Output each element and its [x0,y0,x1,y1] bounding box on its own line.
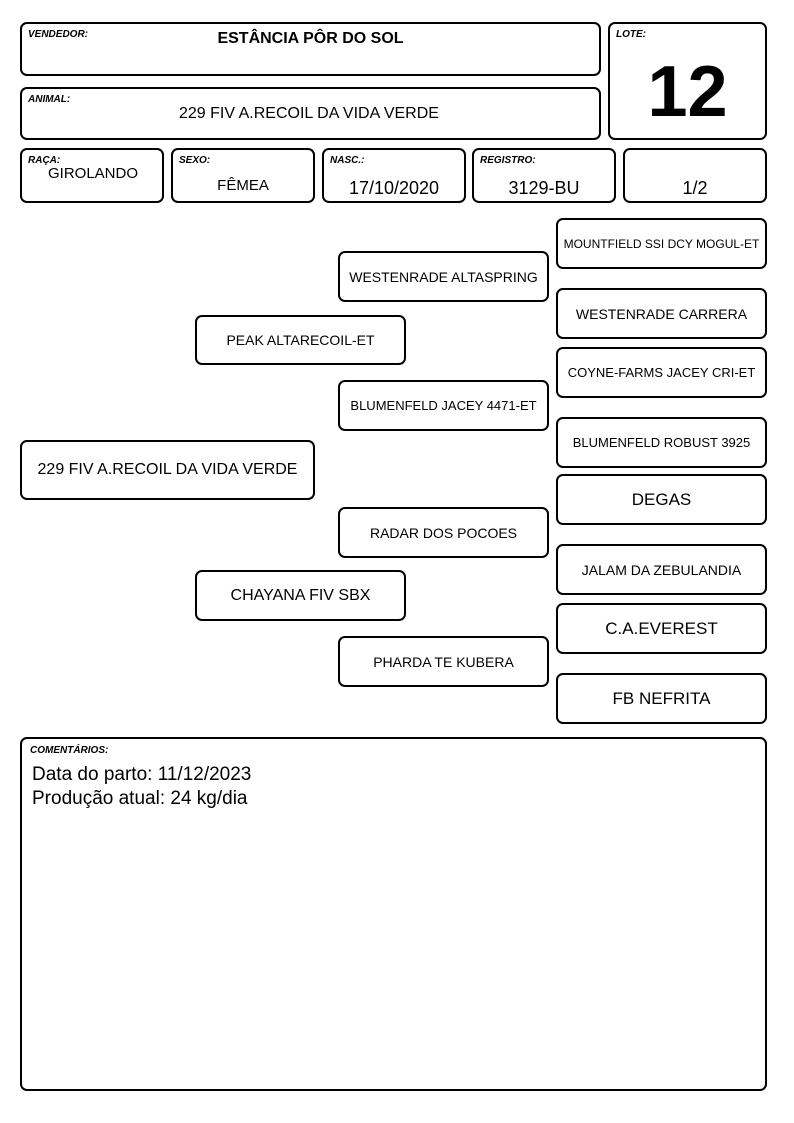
registro-box: REGISTRO: 3129-BU [472,148,616,203]
animal-label: ANIMAL: [28,94,71,105]
grau-sangue-box: 1/2 [623,148,767,203]
animal-box: ANIMAL: 229 FIV A.RECOIL DA VIDA VERDE [20,87,601,140]
raca-value: GIROLANDO [48,165,139,182]
lote-label: LOTE: [616,29,646,40]
pedigree-dam-sire: RADAR DOS POCOES [338,507,549,558]
sexo-label: SEXO: [179,155,211,166]
sexo-value: FÊMEA [217,177,269,194]
lote-number: 12 [647,52,728,132]
lote-box: LOTE: 12 [608,22,767,140]
registro-value: 3129-BU [508,178,580,198]
registro-label: REGISTRO: [480,155,536,166]
pedigree-ggp-2: WESTENRADE CARRERA [556,288,767,339]
pedigree-ggp-7: C.A.EVEREST [556,603,767,654]
pedigree-sire: PEAK ALTARECOIL-ET [195,315,406,365]
raca-box: RAÇA: GIROLANDO [20,148,164,203]
animal-value: 229 FIV A.RECOIL DA VIDA VERDE [179,105,439,122]
vendedor-label: VENDEDOR: [28,29,89,40]
pedigree-ggp-3: COYNE-FARMS JACEY CRI-ET [556,347,767,398]
grau-sangue-value: 1/2 [682,178,708,198]
pedigree-ggp-5: DEGAS [556,474,767,525]
vendedor-box: VENDEDOR: ESTÂNCIA PÔR DO SOL [20,22,601,76]
nasc-value: 17/10/2020 [348,178,440,198]
nasc-box: NASC.: 17/10/2020 [322,148,466,203]
nasc-label: NASC.: [330,155,365,166]
pedigree-sire-dam: BLUMENFELD JACEY 4471-ET [338,380,549,431]
pedigree-ggp-8: FB NEFRITA [556,673,767,724]
raca-label: RAÇA: [28,155,61,166]
pedigree-dam: CHAYANA FIV SBX [195,570,406,621]
comments-line-parto: Data do parto: 11/12/2023 [32,764,252,785]
pedigree-sire-sire: WESTENRADE ALTASPRING [338,251,549,302]
pedigree-animal: 229 FIV A.RECOIL DA VIDA VERDE [20,440,315,500]
pedigree-ggp-6: JALAM DA ZEBULANDIA [556,544,767,595]
comments-label: COMENTÁRIOS: [30,745,109,756]
comments-text: Data do parto: 11/12/2023 Produção atual… [32,763,251,811]
comments-line-producao: Produção atual: 24 kg/dia [32,788,248,809]
pedigree-ggp-1: MOUNTFIELD SSI DCY MOGUL-ET [556,218,767,269]
comments-box: COMENTÁRIOS: Data do parto: 11/12/2023 P… [20,737,767,1091]
sexo-box: SEXO: FÊMEA [171,148,315,203]
pedigree-dam-dam: PHARDA TE KUBERA [338,636,549,687]
pedigree-ggp-4: BLUMENFELD ROBUST 3925 [556,417,767,468]
vendedor-value: ESTÂNCIA PÔR DO SOL [217,30,404,47]
